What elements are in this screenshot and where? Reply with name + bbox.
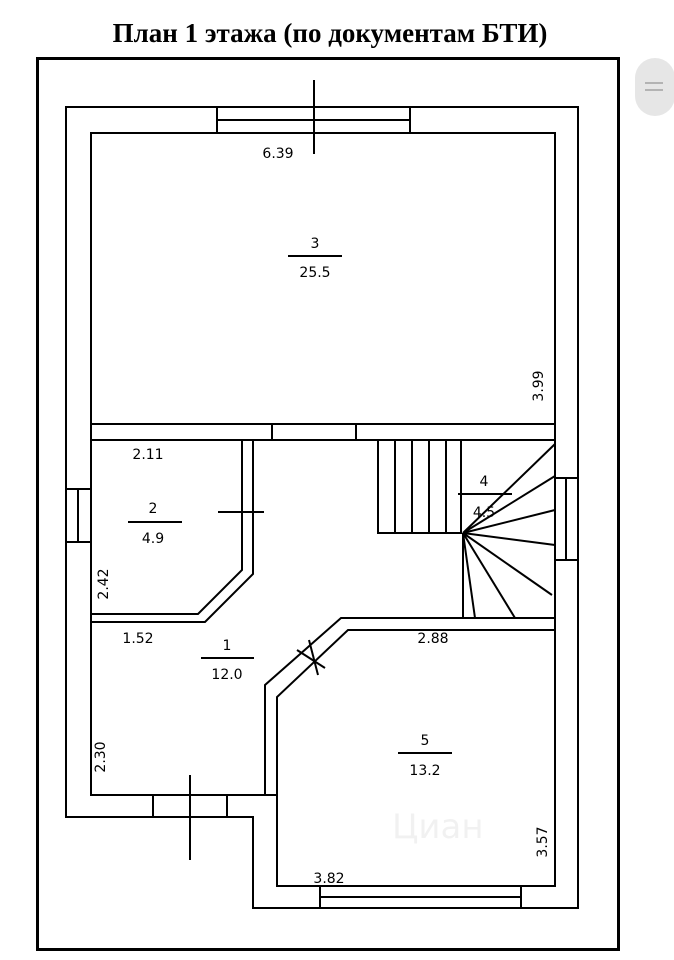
scroll-handle[interactable] <box>635 58 674 116</box>
room-2-number: 2 <box>149 501 158 517</box>
wall-room2-inner <box>91 440 243 615</box>
dim-room1-height: 2.30 <box>93 741 109 772</box>
wall-room5-inner <box>276 629 555 795</box>
watermark: Циан <box>392 807 484 847</box>
dim-room3-height: 3.99 <box>531 370 547 401</box>
door-room3 <box>271 423 357 441</box>
room-2-area: 4.9 <box>142 531 164 547</box>
room-1-number: 1 <box>223 638 232 654</box>
dim-room2-width: 2.11 <box>132 447 163 463</box>
room-5-number: 5 <box>421 733 430 749</box>
dim-room5-top: 2.88 <box>417 631 448 647</box>
dim-room1-width: 1.52 <box>122 631 153 647</box>
room-4-number: 4 <box>480 474 489 490</box>
wall-room2-outer <box>91 440 254 623</box>
dim-room5-height: 3.57 <box>535 826 551 857</box>
outer-wall-outer <box>65 106 579 909</box>
dim-room3-width: 6.39 <box>262 146 293 162</box>
dim-room5-width: 3.82 <box>313 871 344 887</box>
room-3-number: 3 <box>311 236 320 252</box>
wall-room5-outer <box>264 617 555 795</box>
room-5-area: 13.2 <box>409 763 440 779</box>
page-title: План 1 этажа (по документам БТИ) <box>112 18 548 48</box>
room-4-area: 4.5 <box>473 505 495 521</box>
staircase-top <box>377 439 462 534</box>
plan-frame <box>36 57 620 951</box>
outer-wall-inner <box>90 132 556 887</box>
room-1-area: 12.0 <box>211 667 242 683</box>
dim-room2-height: 2.42 <box>96 568 112 599</box>
room-3-area: 25.5 <box>299 265 330 281</box>
